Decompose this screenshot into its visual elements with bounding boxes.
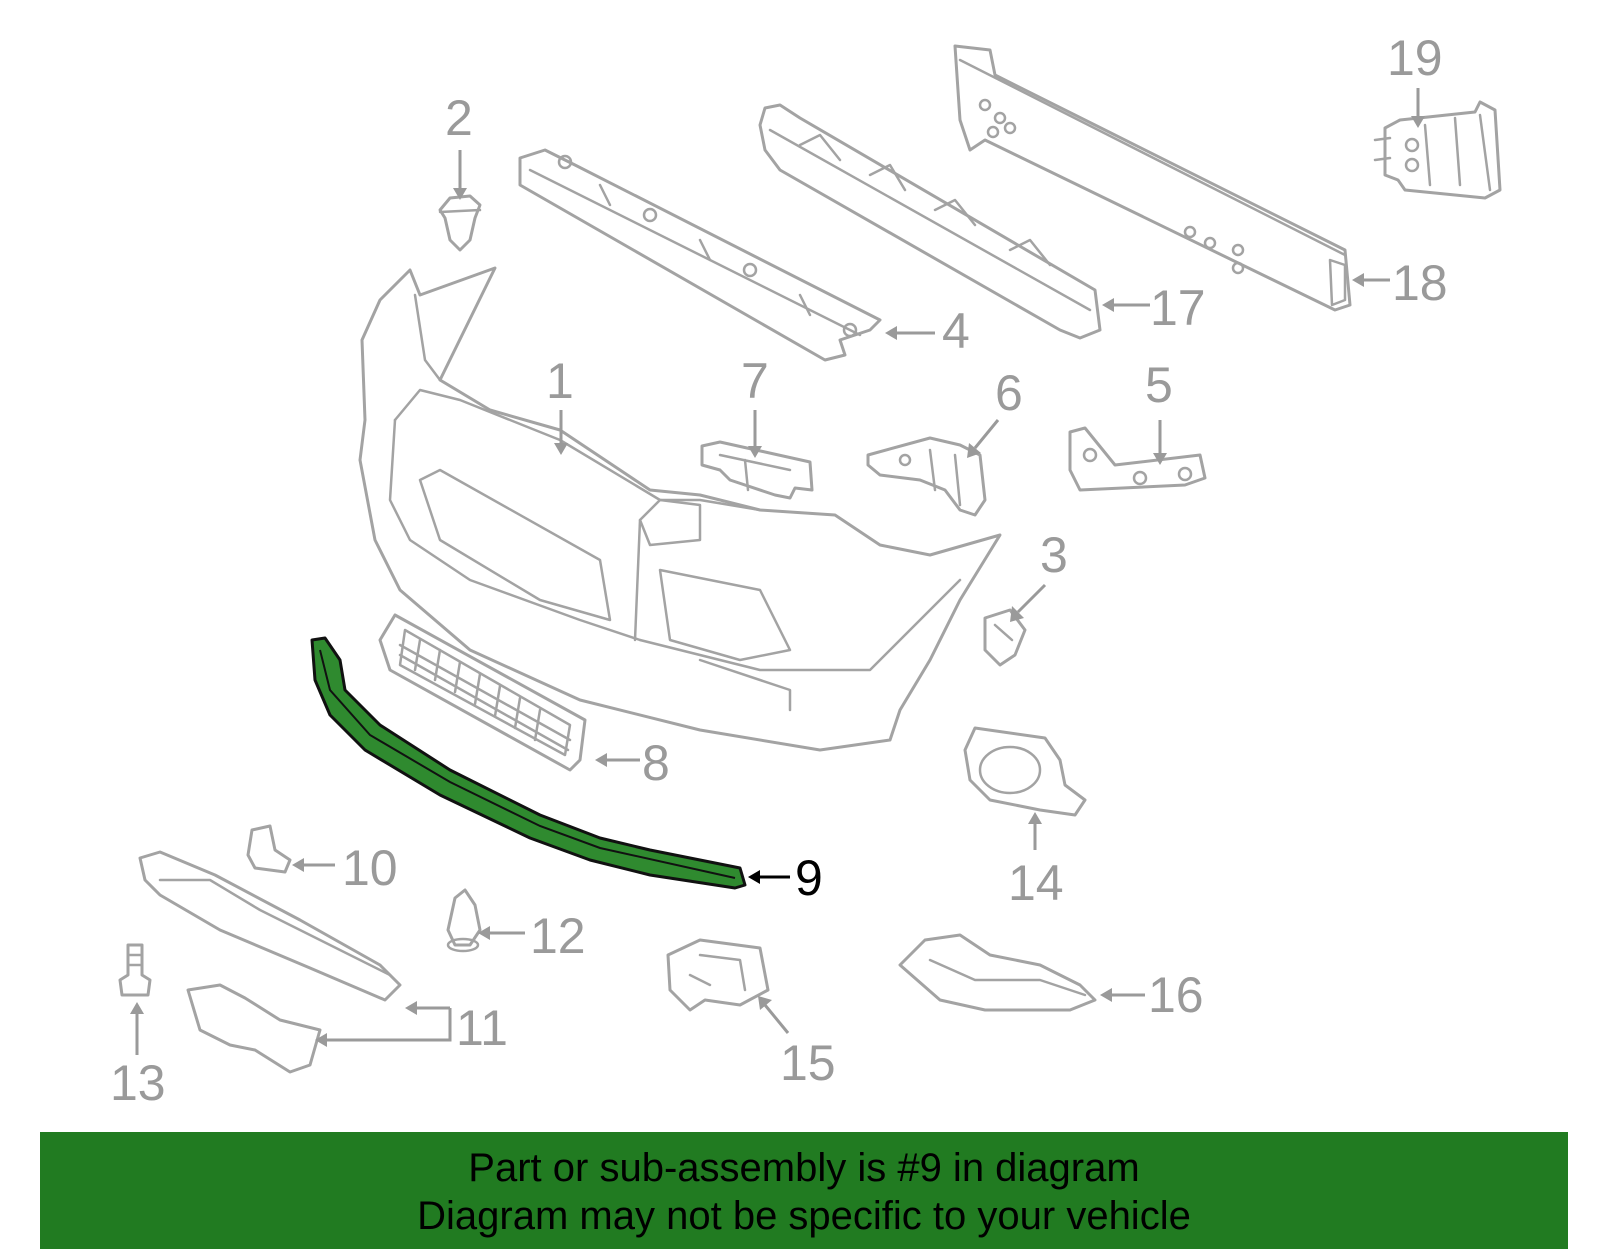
callout-10: 10 bbox=[342, 840, 398, 896]
callout-13: 13 bbox=[110, 1055, 166, 1111]
part-8-grille[interactable] bbox=[378, 613, 587, 772]
part-12-clip[interactable] bbox=[446, 888, 482, 953]
callout-18: 18 bbox=[1392, 255, 1448, 311]
callout-15: 15 bbox=[780, 1035, 836, 1091]
callout-4: 4 bbox=[942, 303, 970, 359]
part-19-bracket[interactable] bbox=[1373, 100, 1502, 200]
callout-11: 11 bbox=[456, 1000, 508, 1056]
part-15-bracket[interactable] bbox=[666, 938, 770, 1012]
callout-2: 2 bbox=[445, 90, 473, 146]
callout-12: 12 bbox=[530, 908, 586, 964]
callout-6: 6 bbox=[995, 365, 1023, 421]
part-16-shield[interactable] bbox=[898, 933, 1097, 1012]
part-10-clip[interactable] bbox=[246, 824, 292, 874]
callout-17: 17 bbox=[1150, 280, 1206, 336]
callout-1: 1 bbox=[546, 353, 574, 409]
part-4-retainer[interactable] bbox=[518, 148, 882, 362]
callout-14: 14 bbox=[1008, 855, 1064, 911]
callout-9: 9 bbox=[795, 850, 823, 906]
part-17-absorber[interactable] bbox=[758, 103, 1102, 340]
part-1-bumper-cover[interactable] bbox=[358, 266, 1002, 752]
callout-8: 8 bbox=[642, 735, 670, 791]
parts-diagram: 1 2 3 4 5 6 7 8 9 10 11 12 13 14 15 16 1… bbox=[110, 30, 1502, 1111]
part-6-bracket[interactable] bbox=[866, 436, 987, 517]
footer-line-part: Part or sub-assembly is #9 in diagram bbox=[468, 1146, 1140, 1190]
callout-labels: 1 2 3 4 5 6 7 8 9 10 11 12 13 14 15 16 1… bbox=[110, 30, 1448, 1111]
part-3-clip[interactable] bbox=[983, 608, 1027, 667]
callout-3: 3 bbox=[1040, 527, 1068, 583]
footer-banner: Part or sub-assembly is #9 in diagram Di… bbox=[40, 1132, 1568, 1249]
leader-lines bbox=[130, 88, 1425, 1055]
footer-line-disclaimer: Diagram may not be specific to your vehi… bbox=[417, 1194, 1191, 1238]
part-2-clip[interactable] bbox=[438, 194, 482, 252]
part-14-fog-bezel[interactable] bbox=[963, 726, 1087, 817]
callout-5: 5 bbox=[1145, 357, 1173, 413]
part-5-bracket[interactable] bbox=[1068, 426, 1207, 492]
callout-7: 7 bbox=[741, 353, 769, 409]
part-7-bracket[interactable] bbox=[700, 440, 814, 500]
part-13-bolt[interactable] bbox=[118, 943, 152, 997]
part-18-reinforcement[interactable] bbox=[953, 44, 1352, 312]
callout-19: 19 bbox=[1387, 30, 1443, 86]
part-11-shield[interactable] bbox=[138, 850, 402, 1074]
callout-16: 16 bbox=[1148, 967, 1204, 1023]
part-9-lower-molding[interactable] bbox=[310, 636, 747, 890]
